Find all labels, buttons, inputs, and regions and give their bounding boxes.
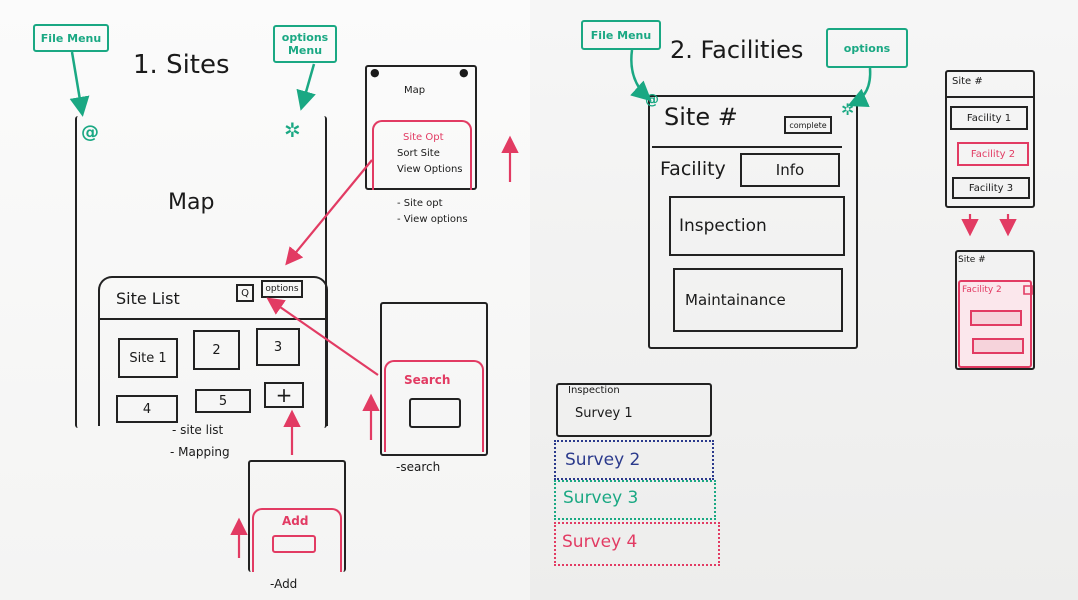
- file-menu-label: File Menu: [33, 24, 109, 52]
- facility-detail-name: Facility 2: [962, 285, 1002, 295]
- survey-item-3[interactable]: Survey 3: [563, 488, 639, 508]
- options-button[interactable]: options: [261, 280, 303, 298]
- search-sheet: [384, 360, 484, 452]
- survey-box-2: [554, 440, 714, 480]
- search-phone: [380, 302, 488, 456]
- facility-detail-phone: [955, 250, 1035, 370]
- site-tile-1[interactable]: Site 1: [118, 338, 178, 378]
- sheet-divider: [100, 318, 326, 320]
- map-options-phone: [365, 65, 477, 190]
- gear-icon[interactable]: ✲: [284, 118, 301, 142]
- facility-item-2[interactable]: Facility 2: [957, 142, 1029, 166]
- note-site-list: - site list: [172, 423, 224, 437]
- survey-box-3: [554, 480, 716, 520]
- facilities-divider: [652, 146, 842, 148]
- site-tile-3[interactable]: 3: [256, 328, 300, 366]
- note-mapping: - Mapping: [170, 445, 230, 459]
- facilities-options-label: options: [826, 28, 908, 68]
- add-panel-label: Add: [282, 514, 309, 528]
- site-options-sheet: [372, 120, 472, 190]
- site-tile-2[interactable]: 2: [193, 330, 240, 370]
- survey-item-2[interactable]: Survey 2: [565, 450, 641, 470]
- sites-heading: 1. Sites: [133, 50, 230, 80]
- site-tile-4[interactable]: 4: [116, 395, 178, 423]
- facility-label: Facility: [660, 158, 726, 180]
- survey-item-4[interactable]: Survey 4: [562, 532, 638, 552]
- menu-site-opt[interactable]: Site Opt: [403, 132, 444, 143]
- site-number-title: Site #: [664, 103, 738, 131]
- survey-header-box: [556, 383, 712, 437]
- map-panel-title: Map: [404, 85, 426, 96]
- search-icon[interactable]: Q: [236, 284, 254, 302]
- note-site-opt: - Site opt: [397, 198, 443, 209]
- map-label: Map: [168, 190, 215, 215]
- facilities-file-menu-label: File Menu: [581, 20, 661, 50]
- menu-view-options[interactable]: View Options: [397, 164, 463, 175]
- camera-dot-left: ●: [370, 66, 380, 79]
- survey-header-label: Inspection: [568, 385, 620, 396]
- camera-dot-right: ●: [459, 66, 469, 79]
- add-caption: -Add: [270, 577, 298, 591]
- options-menu-label: options Menu: [273, 25, 337, 63]
- maintenance-button[interactable]: Maintainance: [673, 268, 843, 332]
- info-button[interactable]: Info: [740, 153, 840, 187]
- detail-field-1[interactable]: [970, 310, 1022, 326]
- facilities-gear-icon[interactable]: ✲: [841, 100, 855, 119]
- search-caption: -search: [396, 460, 441, 474]
- complete-button[interactable]: complete: [784, 116, 832, 134]
- note-view-options: - View options: [397, 214, 468, 225]
- facility-detail-title: Site #: [958, 255, 986, 265]
- add-field[interactable]: [272, 535, 316, 553]
- inspection-button[interactable]: Inspection: [669, 196, 845, 256]
- facilities-phone-frame: [648, 95, 858, 349]
- add-sheet: [252, 508, 342, 572]
- facility-item-3[interactable]: Facility 3: [952, 177, 1030, 199]
- facilities-file-menu-icon[interactable]: @: [645, 92, 659, 108]
- facility-list-title: Site #: [952, 76, 983, 87]
- search-panel-label: Search: [404, 373, 451, 387]
- survey-item-1[interactable]: Survey 1: [575, 406, 633, 421]
- sites-phone-frame: [75, 116, 327, 428]
- facilities-heading: 2. Facilities: [670, 36, 804, 64]
- survey-box-4: [554, 522, 720, 566]
- detail-field-2[interactable]: [972, 338, 1024, 354]
- add-phone: [248, 460, 346, 572]
- file-menu-icon[interactable]: @: [81, 122, 99, 143]
- add-site-button[interactable]: +: [264, 382, 304, 408]
- facility-list-divider: [947, 96, 1033, 98]
- site-tile-5[interactable]: 5: [195, 389, 251, 413]
- facility-list-phone: [945, 70, 1035, 208]
- search-field[interactable]: [409, 398, 461, 428]
- site-list-title: Site List: [116, 289, 180, 308]
- menu-sort-site[interactable]: Sort Site: [397, 148, 440, 159]
- facility-item-1[interactable]: Facility 1: [950, 106, 1028, 130]
